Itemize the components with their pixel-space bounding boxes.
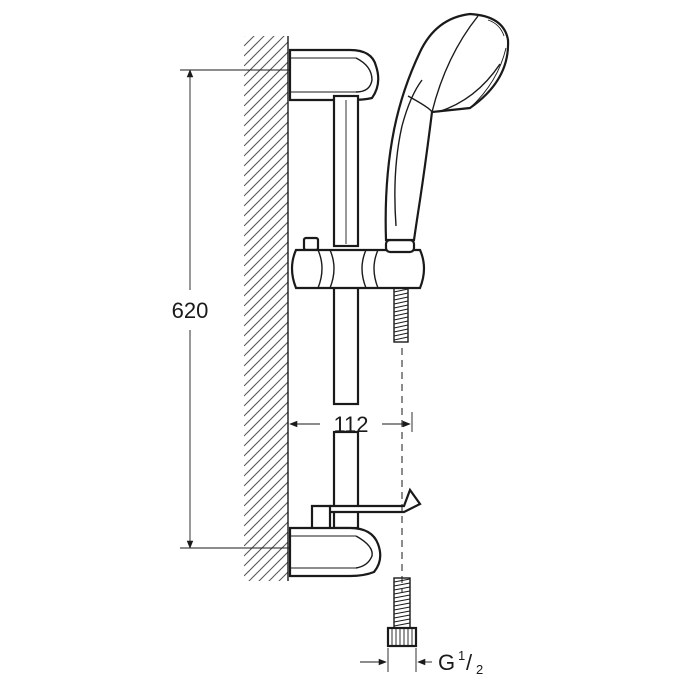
dimension-height-label: 620 xyxy=(172,298,209,323)
hose-lower xyxy=(393,577,411,629)
dimension-offset: 112 xyxy=(287,412,413,437)
thread-label: G xyxy=(438,650,455,675)
top-wall-bracket xyxy=(288,48,380,102)
thread-numerator: 1 xyxy=(458,648,465,663)
thread-denominator: 2 xyxy=(476,662,483,677)
dimension-thread: G 1 / 2 xyxy=(360,648,483,677)
dimension-offset-label: 112 xyxy=(333,412,368,437)
hose-upper xyxy=(393,287,409,343)
dimension-height: 620 xyxy=(172,69,290,549)
thread-slash: / xyxy=(466,650,473,675)
wall-hatching xyxy=(244,36,288,581)
rail-bar xyxy=(332,94,360,530)
hand-shower xyxy=(384,12,510,242)
bottom-wall-bracket xyxy=(288,526,382,578)
sliding-holder xyxy=(290,236,426,290)
connection-nut xyxy=(386,626,418,648)
